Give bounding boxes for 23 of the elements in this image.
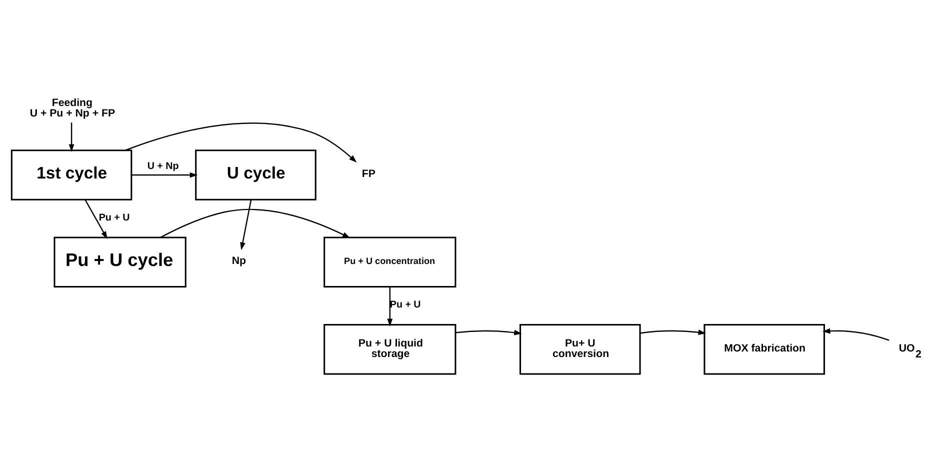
node-box: Pu + U concentration (324, 236, 456, 288)
arrow (640, 329, 706, 335)
arrow (84, 199, 108, 239)
node-box: Pu + U liquid storage (324, 323, 456, 374)
node-text: FP (362, 168, 376, 180)
node-box: MOX fabrication (704, 323, 825, 374)
arrow (822, 328, 890, 340)
arrow (456, 329, 522, 335)
arrow (240, 199, 252, 250)
node-text: Feeding U + Pu + Np + FP (30, 96, 116, 119)
edge-label: U + Np (147, 160, 179, 172)
arrow (132, 172, 198, 178)
node-box: Pu + U cycle (54, 236, 186, 288)
arrow (125, 122, 357, 162)
edge-label: Pu + U (390, 299, 421, 310)
node-box: Pu+ U conversion (520, 323, 641, 374)
arrow (160, 208, 350, 238)
arrow (387, 286, 393, 326)
node-text: Np (232, 254, 246, 267)
edge-label: Pu + U (98, 212, 130, 223)
node-box: U cycle (195, 149, 316, 200)
arrow (68, 122, 74, 152)
node-box: 1st cycle (10, 149, 132, 200)
